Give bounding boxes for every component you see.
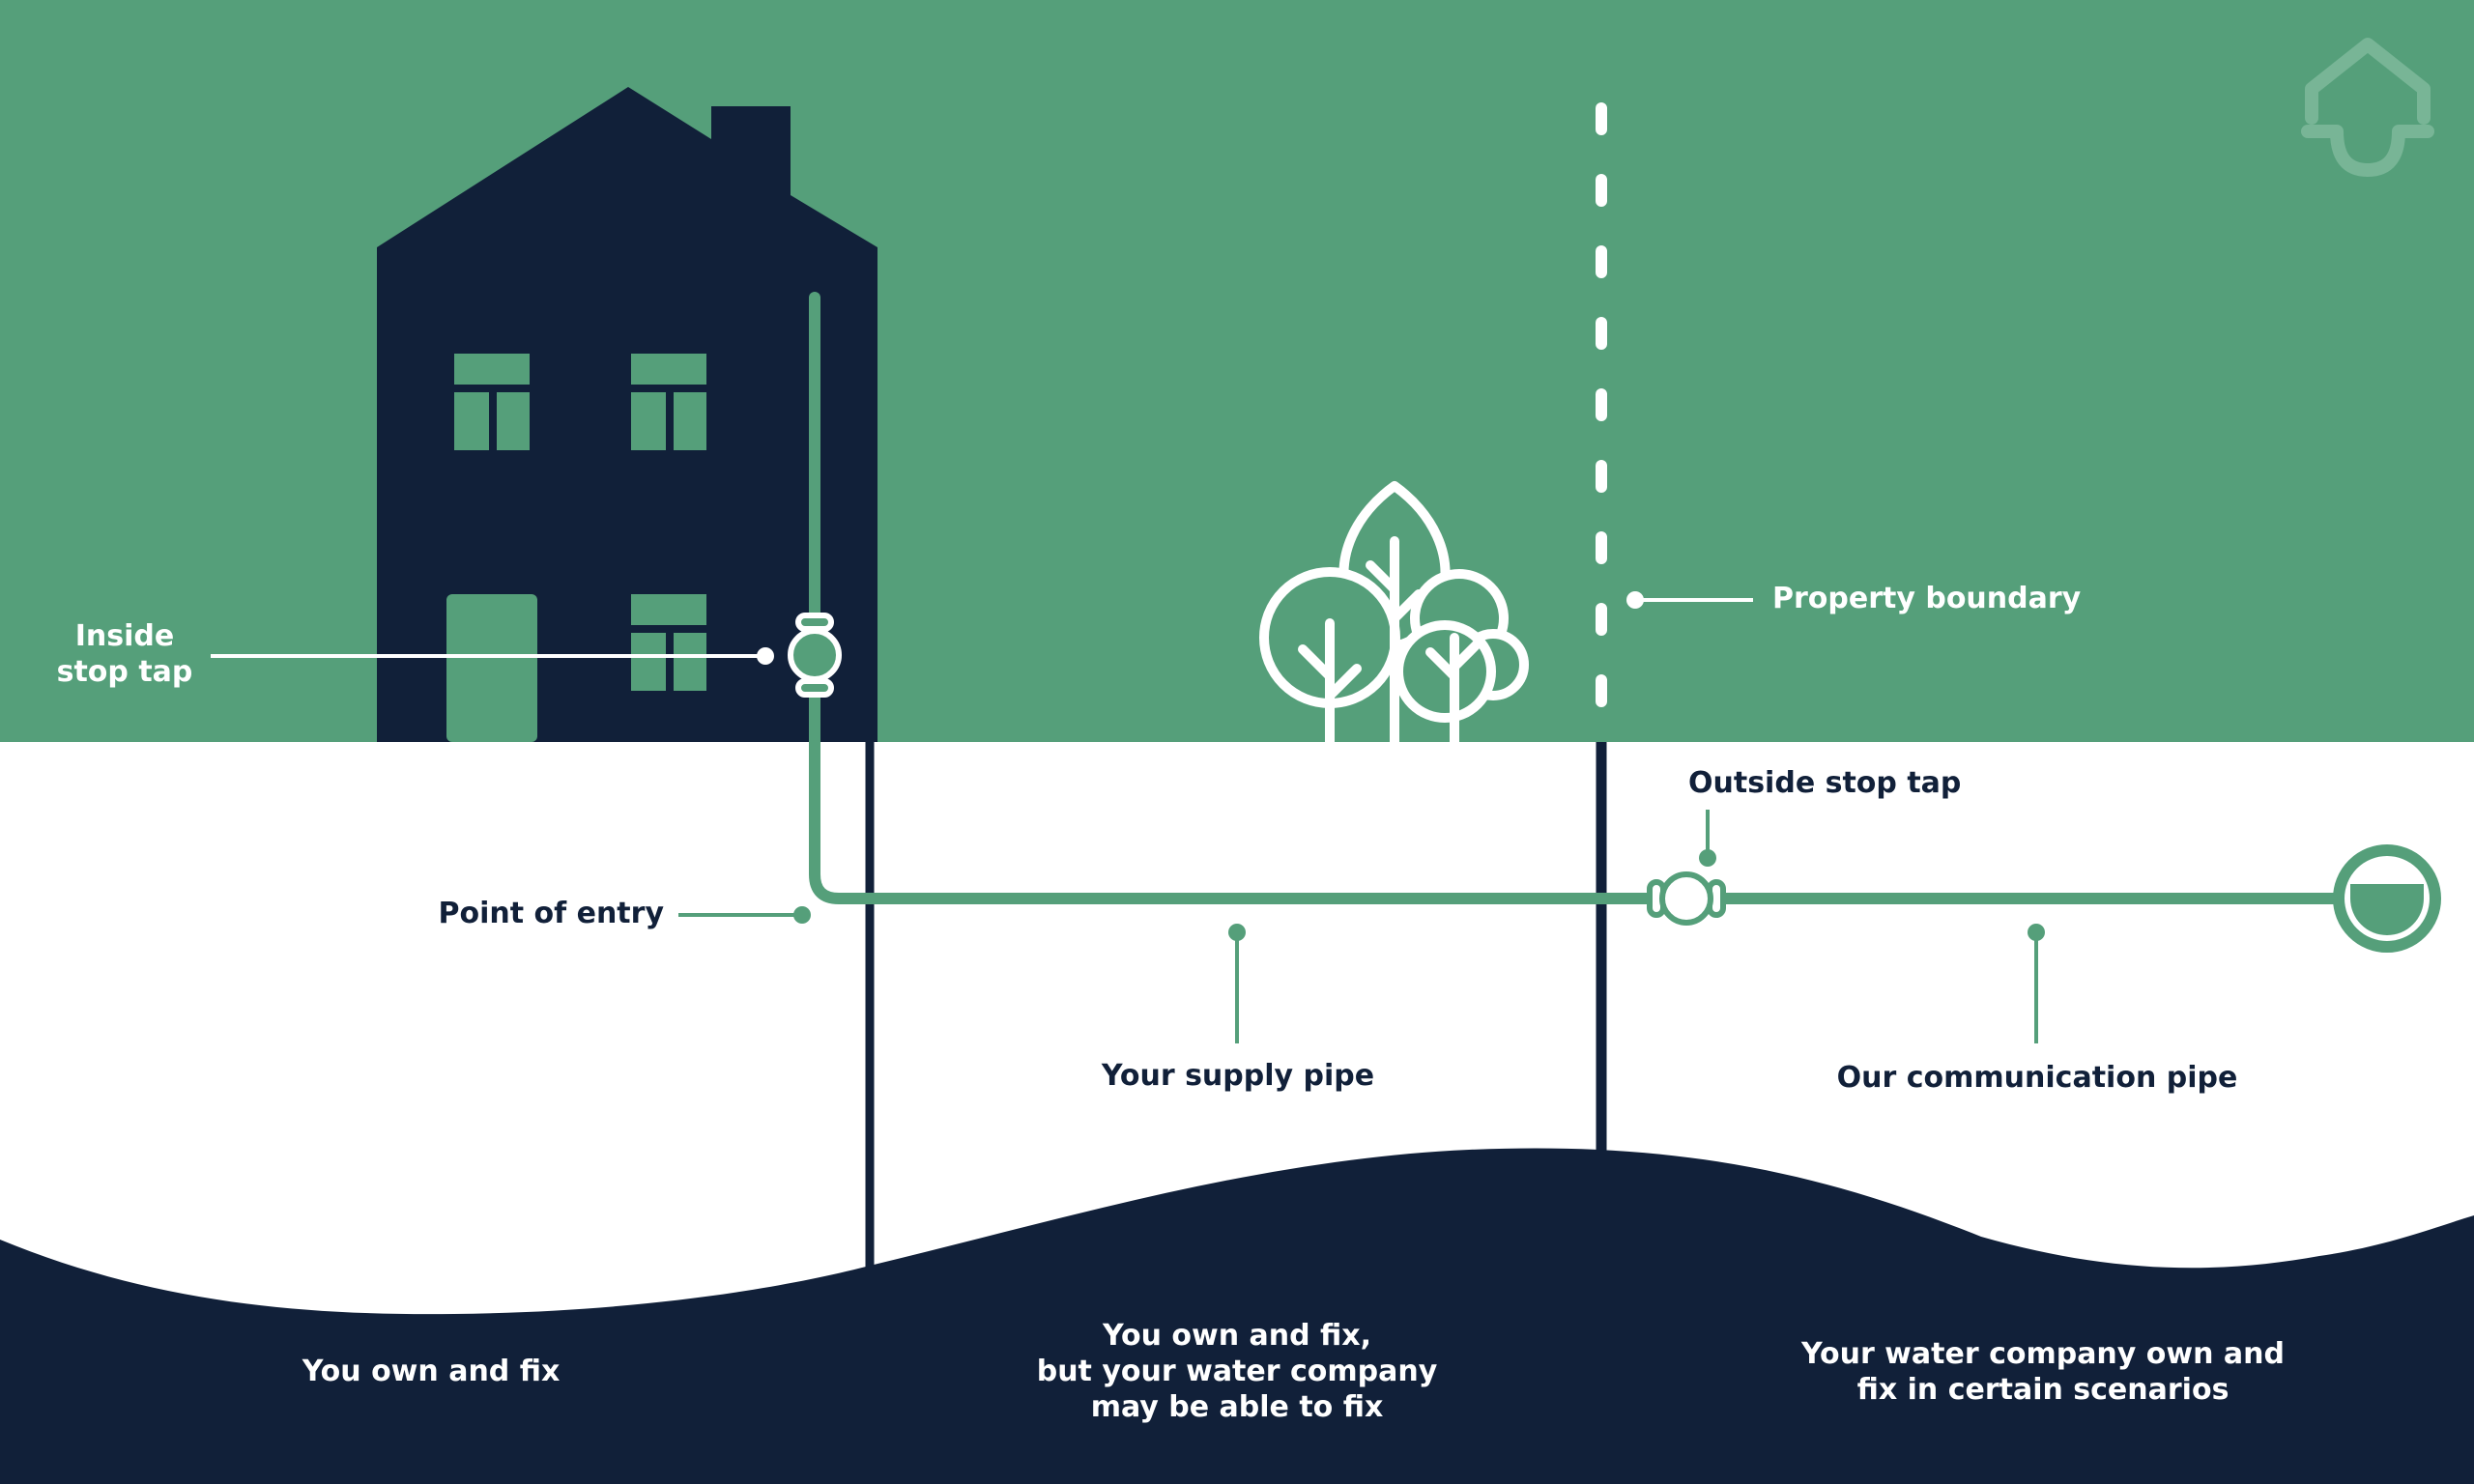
property-boundary-label: Property boundary [1772, 582, 2082, 615]
inside-stop-tap-icon [788, 613, 842, 698]
ownership-you-label: You own and fix [302, 1355, 561, 1388]
leader-lines [211, 591, 2045, 1043]
ownership-company-line-2: fix in certain scenarios [1856, 1373, 2229, 1407]
house-windows [446, 354, 706, 742]
communication-pipe-label: Our communication pipe [1836, 1061, 2238, 1095]
ownership-supply-line-2: but your water company [1036, 1355, 1438, 1388]
inside-stop-tap-label-line-2: stop tap [56, 655, 193, 689]
ownership-supply-line-3: may be able to fix [1090, 1390, 1384, 1424]
inside-stop-tap-label: Inside stop tap [57, 618, 193, 690]
ownership-footer-band [0, 1148, 2474, 1484]
water-main-icon [2333, 844, 2441, 953]
trees-icon [1259, 481, 1529, 747]
ownership-supply-line-1: You own and fix, [1102, 1319, 1371, 1353]
supply-pipe [809, 613, 1660, 904]
outside-stop-tap-icon [1647, 871, 1726, 926]
outside-stop-tap-label: Outside stop tap [1688, 766, 1962, 800]
sky-background [0, 0, 2474, 742]
ownership-company-line-1: Your water company own and [1801, 1337, 2285, 1371]
ownership-company-label: Your water company own and fix in certai… [1801, 1336, 2285, 1408]
ownership-supply-label: You own and fix, but your water company … [1037, 1318, 1438, 1425]
house-drop-logo-icon [2301, 38, 2434, 177]
house-icon [377, 87, 877, 742]
supply-pipe-label: Your supply pipe [1101, 1059, 1375, 1093]
point-of-entry-label: Point of entry [438, 897, 664, 930]
inside-stop-tap-label-line-1: Inside [74, 619, 175, 653]
